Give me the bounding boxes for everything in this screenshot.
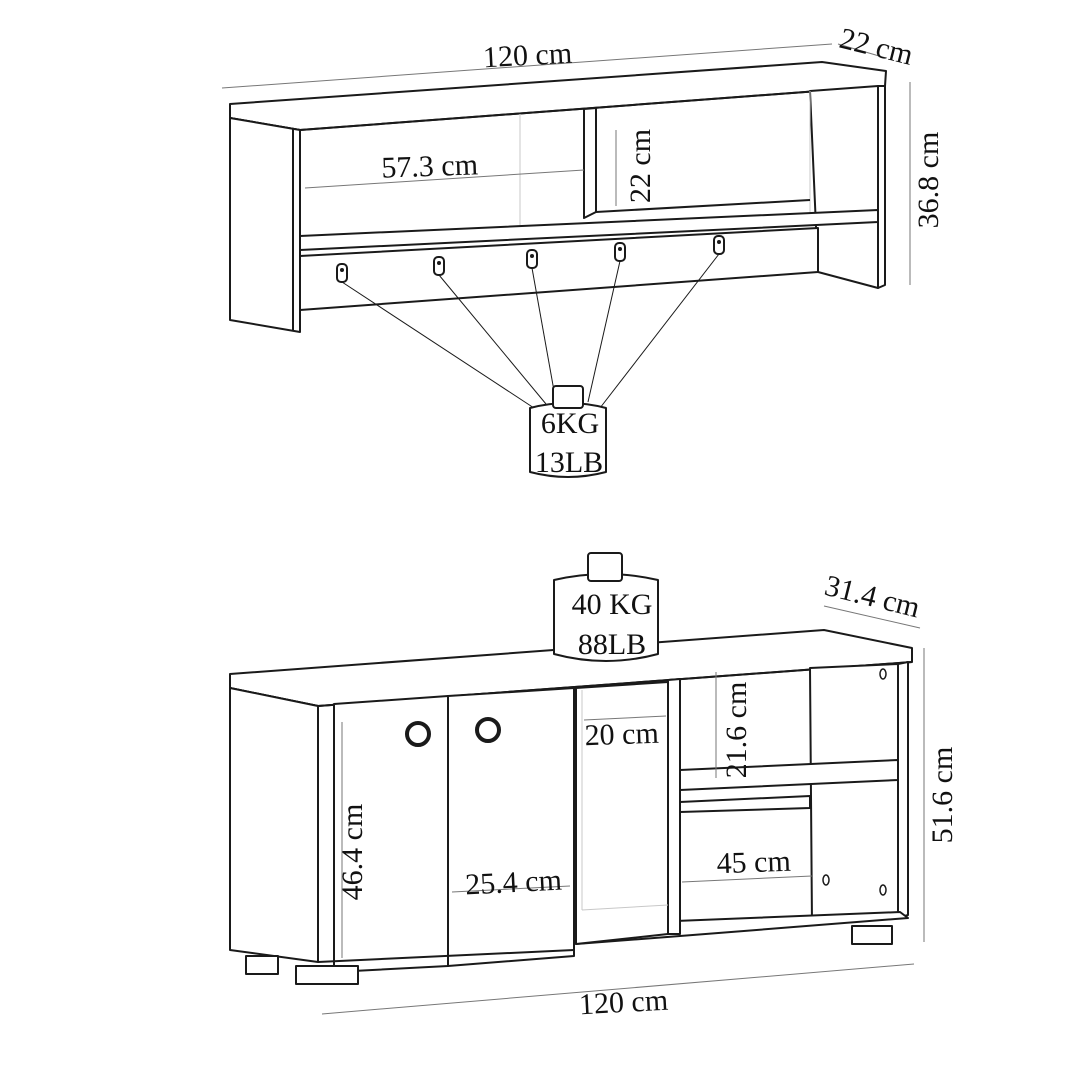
cabinet-weight-lb: 88LB: [578, 628, 646, 661]
open-width-label: 45 cm: [716, 845, 791, 881]
cabinet-foot: [295, 965, 359, 985]
cabinet-weight-kg: 40 KG: [572, 588, 653, 621]
cabinet-height-label: 51.6 cm: [926, 747, 959, 844]
door-handle-icon: [405, 721, 431, 747]
door-height-label: 46.4 cm: [336, 804, 369, 901]
door-width-label: 25.4 cm: [464, 864, 562, 902]
shelf-divider: [583, 107, 597, 219]
shelf-height-label: 36.8 cm: [912, 132, 945, 229]
shelf-top-board: [229, 61, 887, 131]
hook-icon: [614, 242, 626, 262]
shelf-compartment-height-label: 22 cm: [624, 129, 657, 203]
shelf-left-panel: [229, 117, 301, 333]
weight-icon: [529, 385, 607, 478]
cabinet-left-panel: [229, 687, 319, 963]
cabinet-width-label: 120 cm: [578, 984, 669, 1022]
shelf-right-inner: [809, 85, 879, 289]
cabinet-middle-section: [575, 681, 669, 945]
hook-icon: [336, 263, 348, 283]
cabinet: 40 KG 88LB 120 cm 31.4 cm 51.6 cm 46.4 c…: [229, 552, 959, 1022]
middle-width-label: 20 cm: [584, 717, 659, 753]
cabinet-depth-label: 31.4 cm: [821, 569, 923, 624]
cabinet-right-door: [447, 687, 575, 967]
hook-icon: [526, 249, 538, 269]
door-handle-icon: [475, 717, 501, 743]
hook-icon: [713, 235, 725, 255]
shelf-weight-kg: 6KG: [541, 407, 599, 440]
shelf-height-label: 21.6 cm: [720, 682, 753, 779]
hook-strings: [341, 253, 720, 409]
wall-shelf: 6KG 13LB 120 cm 22 cm 36.8 cm 57.3 cm 22…: [221, 22, 945, 479]
shelf-right-panel: [877, 85, 886, 289]
hook-icon: [433, 256, 445, 276]
shelf-width-label: 120 cm: [482, 37, 573, 75]
cabinet-foot: [851, 925, 893, 945]
cabinet-divider: [667, 678, 681, 935]
cabinet-right-panel: [897, 661, 909, 919]
shelf-weight-lb: 13LB: [535, 446, 603, 479]
weight-icon: [553, 552, 659, 662]
shelf-depth-label: 22 cm: [836, 22, 916, 72]
shelf-compartment-width-label: 57.3 cm: [381, 148, 479, 184]
cabinet-foot: [245, 955, 279, 975]
